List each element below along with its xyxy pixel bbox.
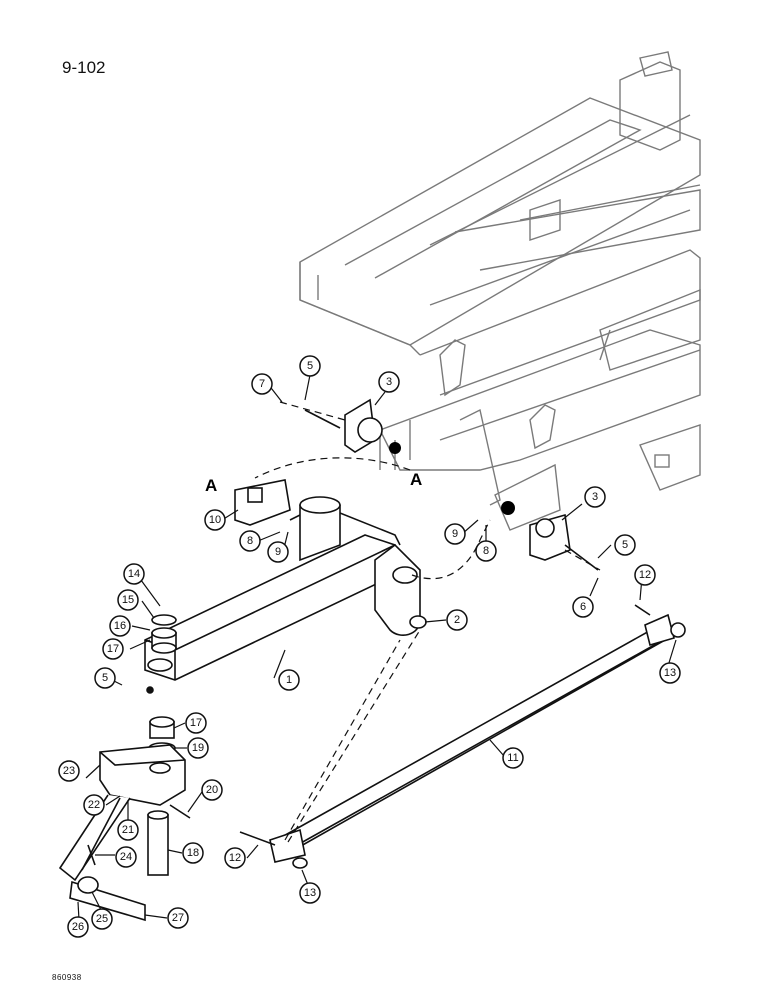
svg-text:3: 3 [592, 491, 598, 503]
callout-11: 11 [502, 747, 524, 769]
svg-text:19: 19 [192, 742, 204, 754]
svg-text:5: 5 [307, 360, 313, 372]
caster-components [58, 614, 191, 922]
svg-text:5: 5 [102, 672, 108, 684]
callout-1: 1 [278, 669, 300, 691]
callout-25: 25 [91, 908, 113, 930]
mount-bracket-upper [304, 398, 383, 453]
callout-7: 7 [251, 373, 273, 395]
svg-text:18: 18 [187, 847, 199, 859]
svg-text:9: 9 [452, 528, 458, 540]
main-beam-assembly [144, 479, 421, 694]
assembly-leaders [254, 401, 601, 843]
callout-8-right: 8 [475, 540, 497, 562]
section-mark-right: A [410, 470, 422, 489]
callout-8-left: 8 [239, 530, 261, 552]
callout-21: 21 [117, 819, 139, 841]
section-mark-left: A [205, 476, 217, 495]
svg-text:9: 9 [275, 546, 281, 558]
svg-text:8: 8 [247, 535, 253, 547]
callout-6: 6 [572, 596, 594, 618]
svg-text:1: 1 [286, 674, 292, 686]
svg-text:25: 25 [96, 913, 108, 925]
svg-text:3: 3 [386, 376, 392, 388]
callout-17-upper: 17 [102, 638, 124, 660]
callout-22: 22 [83, 794, 105, 816]
implement-frame [299, 51, 701, 531]
callout-5-upper: 5 [299, 355, 321, 377]
callout-27: 27 [167, 907, 189, 929]
svg-text:6: 6 [580, 601, 586, 613]
mount-bracket-right [529, 513, 599, 571]
callout-13-right: 13 [659, 662, 681, 684]
callout-3-right: 3 [584, 486, 606, 508]
callout-14: 14 [123, 563, 145, 585]
callout-23: 23 [58, 760, 80, 782]
callout-2: 2 [446, 609, 468, 631]
svg-text:5: 5 [622, 539, 628, 551]
callout-20: 20 [201, 779, 223, 801]
callout-10: 10 [204, 509, 226, 531]
section-marks: A A [205, 470, 422, 495]
svg-text:13: 13 [664, 667, 676, 679]
svg-text:24: 24 [120, 851, 132, 863]
svg-text:7: 7 [259, 378, 265, 390]
page-number: 9-102 [62, 58, 106, 77]
callout-9-left: 9 [267, 541, 289, 563]
svg-text:21: 21 [122, 824, 134, 836]
svg-text:15: 15 [122, 594, 134, 606]
svg-text:2: 2 [454, 614, 460, 626]
svg-text:12: 12 [229, 852, 241, 864]
callout-9-right: 9 [444, 523, 466, 545]
callout-5-left: 5 [94, 667, 116, 689]
catalog-code: 860938 [52, 973, 82, 982]
svg-text:22: 22 [88, 799, 100, 811]
callout-26: 26 [67, 916, 89, 938]
svg-text:8: 8 [483, 545, 489, 557]
tie-rod [239, 604, 686, 869]
callout-18: 18 [182, 842, 204, 864]
svg-text:23: 23 [63, 765, 75, 777]
svg-text:17: 17 [107, 643, 119, 655]
svg-text:13: 13 [304, 887, 316, 899]
callout-12-right: 12 [634, 564, 656, 586]
svg-text:17: 17 [190, 717, 202, 729]
callout-24: 24 [115, 846, 137, 868]
callout-5-right: 5 [614, 534, 636, 556]
svg-text:12: 12 [639, 569, 651, 581]
callout-12-left: 12 [224, 847, 246, 869]
svg-text:27: 27 [172, 912, 184, 924]
svg-text:14: 14 [128, 568, 140, 580]
callout-16: 16 [109, 615, 131, 637]
callout-13-left: 13 [299, 882, 321, 904]
svg-text:26: 26 [72, 921, 84, 933]
svg-text:16: 16 [114, 620, 126, 632]
svg-text:11: 11 [507, 752, 518, 764]
callout-19: 19 [187, 737, 209, 759]
svg-text:10: 10 [209, 514, 221, 526]
callout-leaders [77, 374, 677, 921]
callout-15: 15 [117, 589, 139, 611]
callout-17-lower: 17 [185, 712, 207, 734]
svg-text:20: 20 [206, 784, 218, 796]
callout-3-upper: 3 [378, 371, 400, 393]
